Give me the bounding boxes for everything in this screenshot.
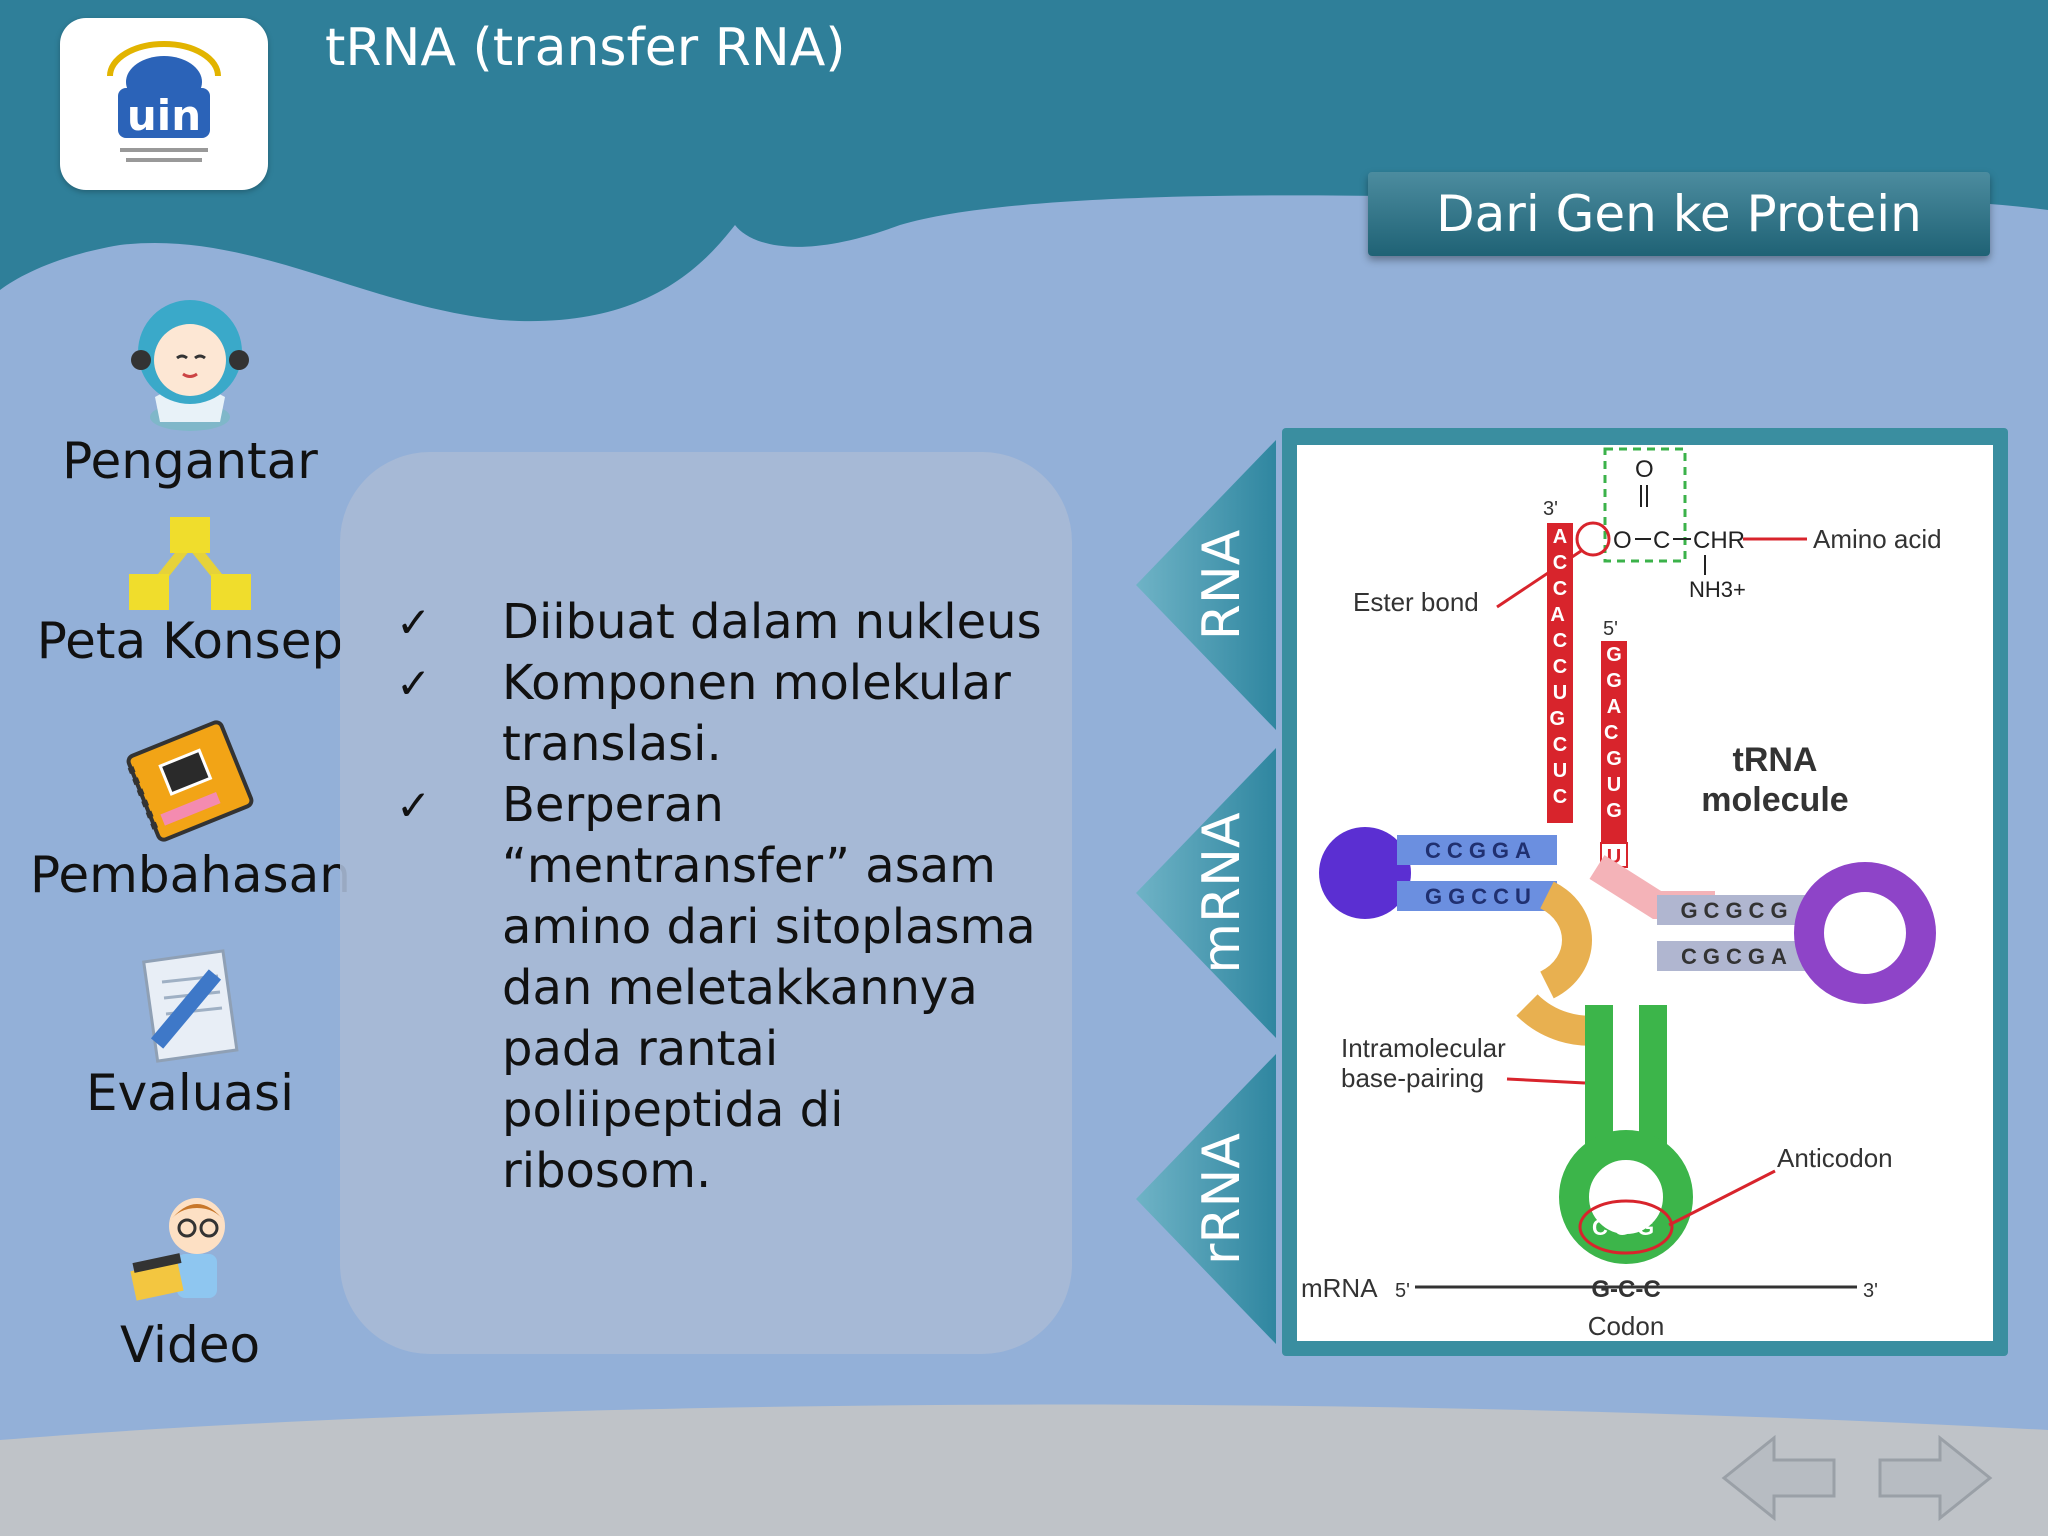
t-arm-bottom-bases: CGCGA	[1681, 944, 1793, 969]
ester-bond-label: Ester bond	[1353, 587, 1479, 617]
t-arm-top	[1657, 895, 1817, 925]
section-banner: Dari Gen ke Protein	[1368, 172, 1990, 256]
chem-nh3-label: NH3+	[1689, 577, 1746, 602]
diagram-title-line1: tRNA	[1733, 741, 1818, 779]
chem-o-label: O	[1635, 456, 1654, 483]
intramolecular-label-1: Intramolecular	[1341, 1033, 1506, 1063]
tab-shape	[1136, 748, 1276, 1038]
checkmark-icon: ✓	[396, 598, 432, 647]
tab-rrna[interactable]: rRNA	[1136, 1054, 1276, 1344]
next-arrow-icon[interactable]	[1876, 1432, 1994, 1524]
boy-clapper-icon	[130, 1198, 225, 1301]
mrna-label: mRNA	[1301, 1273, 1378, 1303]
bullet-list: ✓ Diibuat dalam nukleus ✓ Komponen molek…	[392, 592, 1052, 1202]
chem-chr-label: CHR	[1693, 527, 1745, 554]
five-prime-label: 5'	[1603, 618, 1618, 640]
sidebar-item-label: Pembahasan	[30, 846, 351, 904]
anticodon-arm-left	[1585, 1005, 1613, 1155]
t-loop	[1794, 862, 1936, 1004]
tab-shape	[1136, 440, 1276, 730]
sidebar-item-label: Evaluasi	[86, 1064, 294, 1122]
logo-emblem-icon: uin	[107, 41, 221, 162]
university-logo[interactable]: uin	[60, 18, 268, 190]
notebook-icon	[126, 720, 254, 842]
tab-label: RNA	[1192, 529, 1252, 641]
anticodon-loop	[1559, 1130, 1693, 1264]
anticodon-label: Anticodon	[1777, 1143, 1893, 1173]
d-arm-bottom	[1397, 881, 1557, 911]
tab-label: rRNA	[1192, 1133, 1252, 1265]
three-prime-label: 3'	[1543, 498, 1558, 520]
list-item: ✓ Diibuat dalam nukleus	[392, 592, 1052, 653]
t-arm-top-bases: GCGCG	[1680, 898, 1793, 923]
codon-bases: G-C-C	[1591, 1276, 1660, 1303]
tab-label: mRNA	[1192, 812, 1252, 974]
content-card	[340, 452, 1072, 1354]
d-arm-top-bases: CCGGA	[1425, 838, 1537, 863]
t-arm-bottom	[1657, 941, 1817, 971]
checkmark-icon: ✓	[396, 781, 432, 830]
tab-shape	[1136, 1054, 1276, 1344]
paper-pencil-icon	[142, 949, 239, 1063]
anticodon-arm-right	[1639, 1005, 1667, 1155]
trna-diagram: O O C CHR Amino acid NH3+ Ester bond 3' …	[1297, 445, 1993, 1341]
logo-text: uin	[127, 91, 201, 140]
acceptor-strand-a	[1547, 523, 1573, 823]
sidebar-item-label: Peta Konsep	[36, 612, 344, 670]
anticodon-bases: CGG	[1592, 1215, 1660, 1240]
d-arm-top	[1397, 835, 1557, 865]
checkmark-icon: ✓	[396, 659, 432, 708]
diagram-title-line2: molecule	[1701, 781, 1848, 819]
sidebar-item-peta-konsep[interactable]: Peta Konsep	[30, 512, 350, 670]
sidebar-item-evaluasi[interactable]: Evaluasi	[30, 944, 350, 1122]
sidebar-item-video[interactable]: Video	[30, 1186, 350, 1374]
sidebar-item-label: Video	[119, 1316, 261, 1374]
acceptor-strand-b	[1601, 641, 1627, 843]
list-item: ✓ Berperan “mentransfer” asam amino dari…	[392, 775, 1052, 1202]
previous-arrow-icon[interactable]	[1720, 1432, 1838, 1524]
mrna-five-prime: 5'	[1395, 1280, 1410, 1302]
mrna-three-prime: 3'	[1863, 1280, 1878, 1302]
list-item: ✓ Komponen molekular translasi.	[392, 653, 1052, 775]
chem-c-label: C	[1653, 527, 1670, 554]
bullet-text: Diibuat dalam nukleus	[502, 594, 1042, 650]
girl-avatar-icon	[131, 300, 249, 431]
tab-rna[interactable]: RNA	[1136, 440, 1276, 730]
tab-mrna[interactable]: mRNA	[1136, 748, 1276, 1038]
trna-diagram-svg: O O C CHR Amino acid NH3+ Ester bond 3' …	[1301, 447, 1942, 1341]
chem-o-label: O	[1613, 527, 1632, 554]
sidebar-item-pengantar[interactable]: Pengantar	[30, 282, 350, 490]
intramolecular-label-2: base-pairing	[1341, 1063, 1484, 1093]
bullet-text: Komponen molekular translasi.	[502, 655, 1011, 772]
bullet-text: Berperan “mentransfer” asam amino dari s…	[502, 777, 1036, 1199]
sidebar-item-label: Pengantar	[62, 432, 318, 490]
sidebar-item-pembahasan[interactable]: Pembahasan	[30, 716, 351, 904]
d-loop	[1319, 827, 1411, 919]
page-title: tRNA (transfer RNA)	[325, 18, 846, 78]
d-arm-bottom-bases: GGCCU	[1425, 884, 1537, 909]
amino-acid-label: Amino acid	[1813, 524, 1942, 554]
concept-map-icon	[129, 517, 251, 610]
codon-label: Codon	[1588, 1311, 1665, 1341]
